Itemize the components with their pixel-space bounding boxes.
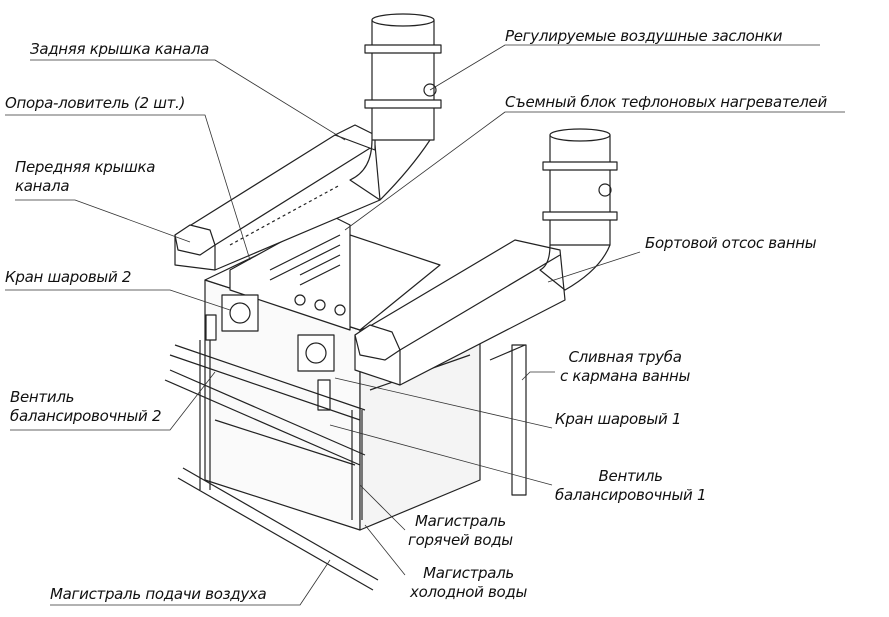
label-balance-valve-2: Вентиль балансировочный 2 xyxy=(10,388,162,426)
label-side-exhaust: Бортовой отсос ванны xyxy=(645,234,817,252)
label-front-cover-line1: Передняя крышка xyxy=(15,158,156,176)
right-exhaust-channel xyxy=(354,239,566,386)
label-hot-main-line2: горячей воды xyxy=(408,531,513,549)
label-rear-cover: Задняя крышка канала xyxy=(30,40,210,58)
right-chimney xyxy=(539,128,618,291)
label-dampers: Регулируемые воздушные заслонки xyxy=(505,27,783,45)
label-drain-line2: с кармана ванны xyxy=(560,367,691,385)
label-drain-line1: Сливная труба xyxy=(568,348,682,366)
label-hot-main-line1: Магистраль xyxy=(414,512,506,530)
ball-valves xyxy=(205,294,335,411)
label-balance-valve-1-line1: Вентиль xyxy=(598,467,663,485)
label-cold-main-line2: холодной воды xyxy=(410,583,528,601)
label-ball-valve-2: Кран шаровый 2 xyxy=(5,268,132,286)
label-cold-main: Магистраль холодной воды xyxy=(410,564,527,602)
label-balance-valve-1: Вентиль балансировочный 1 xyxy=(555,467,707,505)
label-hot-main: Магистраль горячей воды xyxy=(408,512,513,550)
label-ball-valve-1: Кран шаровый 1 xyxy=(555,410,682,428)
label-drain: Сливная труба с кармана ванны xyxy=(560,348,690,386)
label-balance-valve-2-line1: Вентиль xyxy=(10,388,75,406)
label-heater-block: Съемный блок тефлоновых нагревателей xyxy=(505,93,827,111)
label-cold-main-line1: Магистраль xyxy=(423,564,514,582)
label-front-cover: Передняя крышка канала xyxy=(15,158,155,196)
label-balance-valve-2-line2: балансировочный 2 xyxy=(10,407,162,425)
leader-lines xyxy=(5,44,845,606)
label-support: Опора-ловитель (2 шт.) xyxy=(5,94,186,112)
heater-block xyxy=(229,214,351,331)
label-balance-valve-1-line2: балансировочный 1 xyxy=(555,486,707,504)
label-front-cover-line2: канала xyxy=(15,177,70,195)
label-air-main: Магистраль подачи воздуха xyxy=(50,585,267,603)
left-chimney xyxy=(349,13,442,201)
